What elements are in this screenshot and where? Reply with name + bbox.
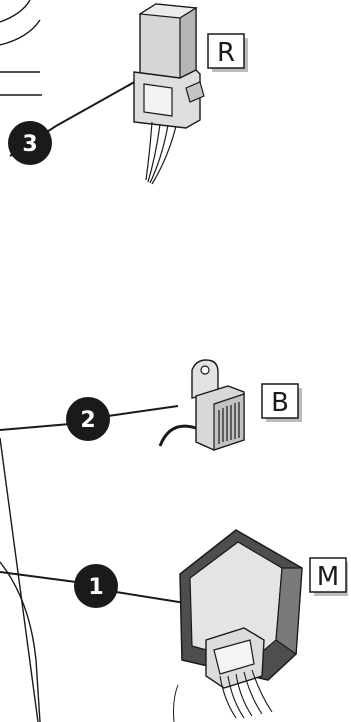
vehicle-outline-bottom xyxy=(0,437,179,722)
callout-3: 3 xyxy=(8,79,139,165)
label-r-text: R xyxy=(217,38,235,68)
label-m: M xyxy=(309,557,348,596)
callout-1: 1 xyxy=(0,564,205,608)
label-r: R xyxy=(207,33,248,72)
callout-1-number: 1 xyxy=(88,575,103,600)
callout-3-marker xyxy=(8,121,52,165)
callout-2: 2 xyxy=(0,397,179,441)
callout-2-marker xyxy=(66,397,110,441)
callout-1-marker xyxy=(74,564,118,608)
vehicle-outline-top xyxy=(0,0,42,96)
callout-3-number: 3 xyxy=(22,132,37,157)
leader-line-2 xyxy=(0,423,71,431)
label-m-text: M xyxy=(317,562,339,592)
relay-r xyxy=(133,3,205,185)
leader-line-1 xyxy=(0,571,77,583)
callout-2-number: 2 xyxy=(80,408,95,433)
module-m xyxy=(179,529,303,719)
buzzer-b xyxy=(158,359,245,451)
label-b-text: B xyxy=(271,388,289,418)
label-b: B xyxy=(261,383,302,422)
